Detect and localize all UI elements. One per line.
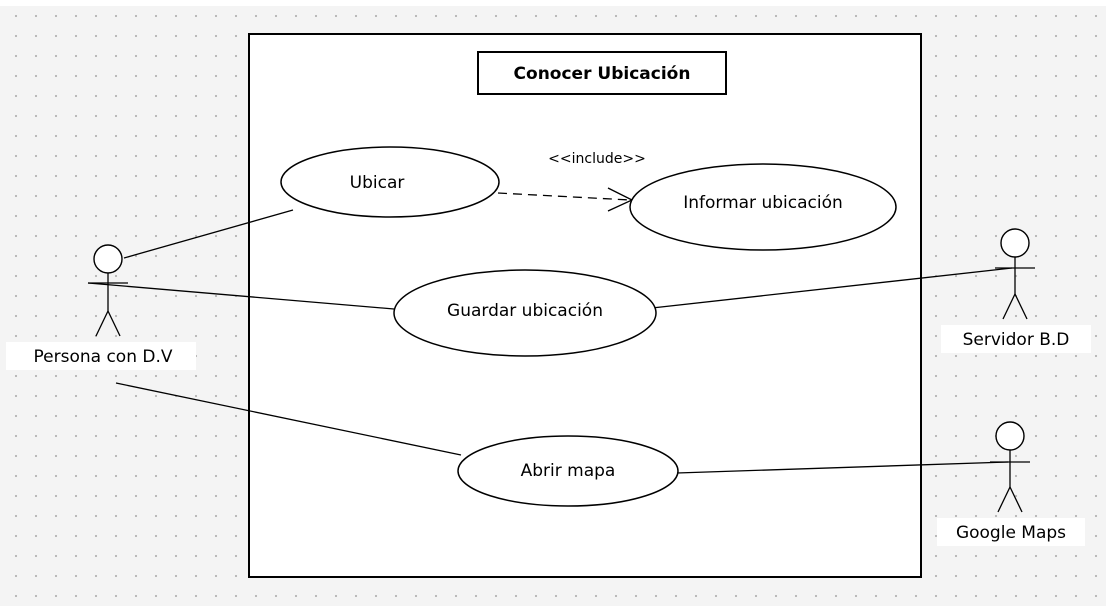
association-persona-ubicar[interactable]	[123, 209, 294, 259]
actor-label-bg	[6, 342, 196, 370]
association-guardar-servidor[interactable]	[651, 267, 1013, 309]
actor-label-bg	[941, 325, 1091, 353]
top-strip	[0, 0, 1106, 6]
actor-left-leg	[95, 310, 109, 337]
use-case-label: Ubicar	[350, 173, 405, 193]
actor-left-leg	[1002, 293, 1016, 320]
use-case-label: Informar ubicación	[683, 193, 843, 213]
actor-right-leg	[1009, 486, 1023, 513]
actor-label-bg	[937, 518, 1085, 546]
association-persona-abrir[interactable]	[115, 382, 462, 456]
actor-head	[93, 244, 123, 274]
actor-right-leg	[1014, 293, 1028, 320]
actor-label: Servidor B.D	[963, 330, 1070, 350]
include-dependency-line[interactable]	[497, 192, 631, 201]
actor-persona-con-dv[interactable]: Persona con D.V	[6, 244, 196, 370]
use-case-ellipse	[629, 163, 897, 251]
system-title-frame	[477, 51, 727, 95]
use-case-label: Abrir mapa	[521, 461, 616, 481]
system-title: Conocer Ubicación	[514, 64, 691, 84]
actor-head	[995, 421, 1025, 451]
include-label: <<include>>	[548, 151, 646, 167]
actor-servidor-bd[interactable]: Servidor B.D	[941, 228, 1091, 353]
use-case-ellipse	[280, 146, 500, 218]
actor-label: Google Maps	[956, 523, 1066, 543]
actor-label: Persona con D.V	[34, 347, 173, 367]
use-case-ubicar[interactable]: Ubicar	[280, 146, 500, 218]
actor-head	[1000, 228, 1030, 258]
actor-google-maps[interactable]: Google Maps	[937, 421, 1085, 546]
system-title-box[interactable]: Conocer Ubicación	[477, 51, 727, 95]
use-case-ellipse	[393, 269, 657, 357]
actor-right-leg	[107, 310, 121, 337]
use-case-label: Guardar ubicación	[447, 301, 603, 321]
use-case-guardar-ubicacion[interactable]: Guardar ubicación	[393, 269, 657, 357]
association-persona-guardar[interactable]	[87, 282, 395, 310]
use-case-abrir-mapa[interactable]: Abrir mapa	[457, 435, 679, 507]
use-case-ellipse	[457, 435, 679, 507]
actor-left-leg	[997, 486, 1011, 513]
association-abrir-google[interactable]	[676, 461, 1009, 474]
use-case-informar-ubicacion[interactable]: Informar ubicación	[629, 163, 897, 251]
